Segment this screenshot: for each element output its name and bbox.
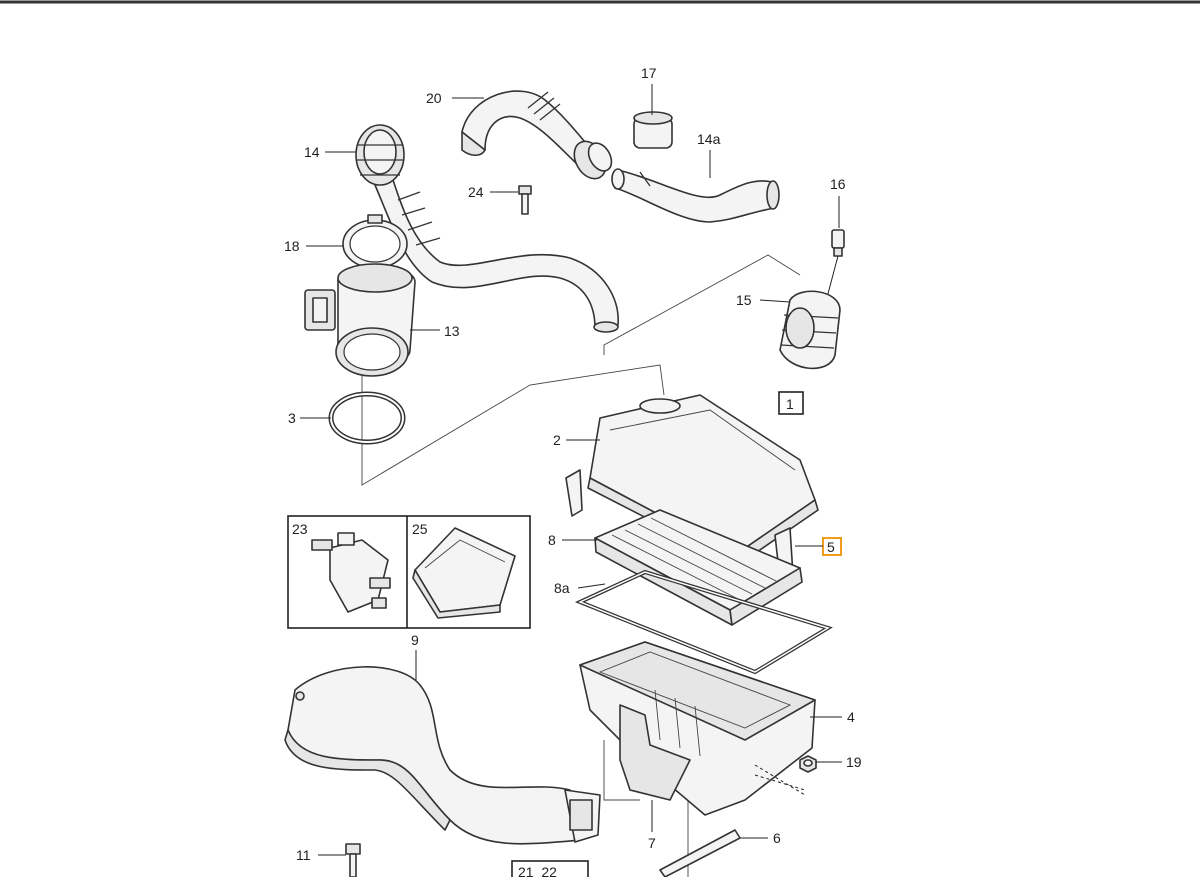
label-25: 25 <box>412 521 428 537</box>
part-4-air-box-housing[interactable] <box>579 641 816 816</box>
label-17: 17 <box>641 65 657 81</box>
part-13-mass-air-flow-sensor[interactable] <box>304 263 416 377</box>
label-14: 14 <box>304 144 320 160</box>
part-8a-gasket[interactable] <box>574 569 833 675</box>
label-21-22: 21 22 <box>518 864 557 877</box>
label-3: 3 <box>288 410 296 426</box>
label-8: 8 <box>548 532 556 548</box>
label-23: 23 <box>292 521 308 537</box>
label-16: 16 <box>830 176 846 192</box>
label-8a: 8a <box>554 580 570 596</box>
label-6: 6 <box>773 830 781 846</box>
label-7: 7 <box>648 835 656 851</box>
part-15-bellows[interactable] <box>779 290 841 370</box>
part-17-sleeve[interactable] <box>633 111 673 149</box>
label-5: 5 <box>827 539 835 555</box>
label-11: 11 <box>296 847 311 863</box>
part-labels: 20 17 14a 14 24 16 18 15 13 1 3 2 23 25 … <box>284 65 862 877</box>
ref-box-21-22[interactable] <box>511 860 589 877</box>
part-9-intake-duct[interactable] <box>284 666 601 845</box>
part-18-clamp[interactable] <box>342 214 408 269</box>
label-9: 9 <box>411 632 419 648</box>
part-14-intake-hose[interactable] <box>355 124 619 333</box>
ref-box-1[interactable] <box>778 391 804 415</box>
label-19: 19 <box>846 754 862 770</box>
part-20-hose[interactable] <box>461 90 616 184</box>
part-14a-pipe[interactable] <box>611 168 780 223</box>
label-1: 1 <box>786 396 794 412</box>
part-11-bolt[interactable] <box>345 843 361 877</box>
part-3-o-ring[interactable] <box>328 391 406 445</box>
label-20: 20 <box>426 90 442 106</box>
label-13: 13 <box>444 323 460 339</box>
label-15: 15 <box>736 292 752 308</box>
label-24: 24 <box>468 184 484 200</box>
label-4: 4 <box>847 709 855 725</box>
leader-lines <box>300 84 842 856</box>
label-18: 18 <box>284 238 300 254</box>
label-14a: 14a <box>697 131 721 147</box>
part-6-rod[interactable] <box>659 829 741 877</box>
label-2: 2 <box>553 432 561 448</box>
part-25-cover[interactable] <box>412 527 516 619</box>
part-23-solenoid-valve[interactable] <box>311 532 391 613</box>
part-24-bolt[interactable] <box>518 185 532 215</box>
part-19-nut[interactable] <box>799 755 817 773</box>
